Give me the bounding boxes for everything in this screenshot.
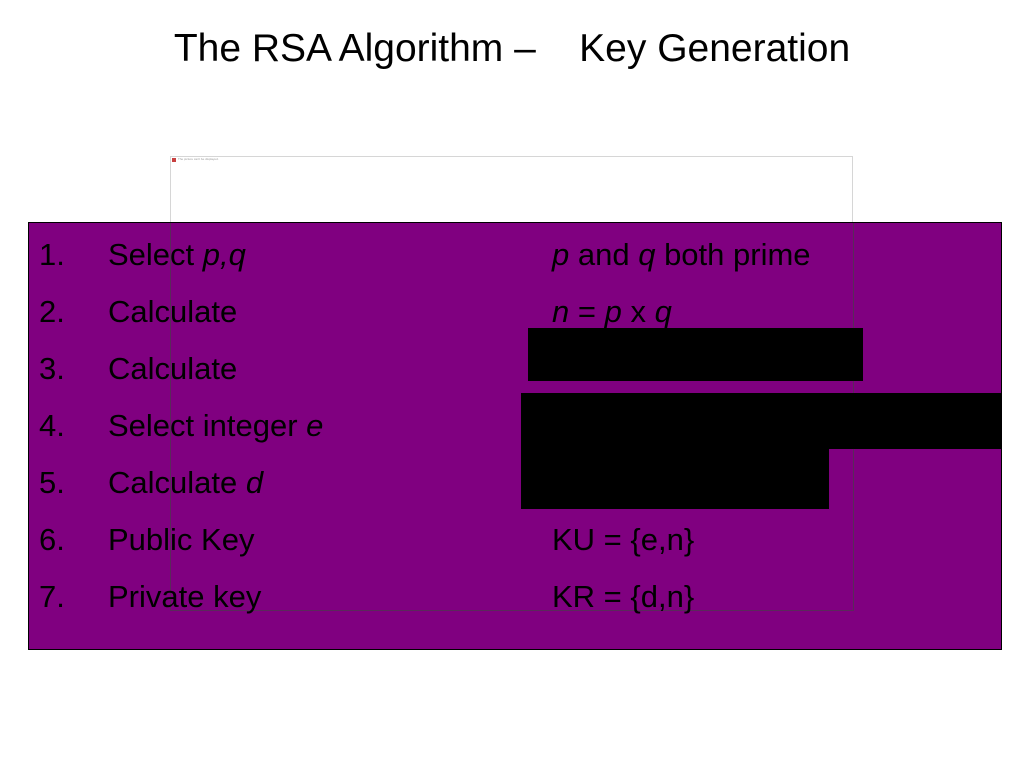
step-number: 4.: [39, 408, 65, 443]
step-row-2: 2. Calculate n = p x q: [29, 283, 1003, 340]
redaction-bar-step-3: [528, 328, 863, 381]
step-action: Private key: [108, 579, 262, 614]
detail-text-tail: both prime: [655, 237, 811, 272]
step-number: 1.: [39, 237, 65, 272]
key-generation-steps-box: 1. Select p,q p and q both prime 2. Calc…: [28, 222, 1002, 650]
step-action: Calculate: [108, 351, 238, 386]
step-action-text: Select: [108, 237, 203, 272]
eq-n: n: [552, 294, 570, 329]
step-row-6: 6. Public Key KU = {e,n}: [29, 511, 1003, 568]
detail-variable-p: p: [552, 237, 570, 272]
step-row-5: 5. Calculate d: [29, 454, 1003, 511]
step-row-4: 4. Select integer e: [29, 397, 1003, 454]
step-detail-equation: n = p x q: [552, 283, 672, 340]
redaction-bar-step-5: [521, 449, 829, 509]
step-action: Select p,q: [108, 226, 246, 283]
detail-variable-q: q: [638, 237, 656, 272]
step-detail: p and q both prime: [552, 226, 811, 283]
step-number: 6.: [39, 522, 65, 557]
redaction-bar-step-4: [521, 393, 1002, 449]
eq-q: q: [654, 294, 672, 329]
step-detail: KU = {e,n}: [552, 522, 695, 557]
step-number: 5.: [39, 465, 65, 500]
step-action-variable: p,q: [202, 237, 246, 272]
step-row-7: 7. Private key KR = {d,n}: [29, 568, 1003, 625]
eq-times: x: [621, 294, 655, 329]
eq-p: p: [604, 294, 622, 329]
step-action-variable: d: [245, 465, 264, 500]
step-action: Calculate: [108, 294, 238, 329]
step-action: Calculate d: [108, 454, 263, 511]
slide-title: The RSA Algorithm – Key Generation: [173, 27, 851, 70]
broken-image-caption: The picture can't be displayed.: [178, 157, 219, 161]
step-row-3: 3. Calculate: [29, 340, 1003, 397]
step-action-text: Calculate: [108, 465, 246, 500]
step-detail: KR = {d,n}: [552, 579, 695, 614]
eq-equals: =: [569, 294, 605, 329]
step-number: 3.: [39, 351, 65, 386]
step-action-variable: e: [306, 408, 324, 443]
step-number: 2.: [39, 294, 65, 329]
step-row-1: 1. Select p,q p and q both prime: [29, 226, 1003, 283]
detail-text: and: [569, 237, 639, 272]
step-number: 7.: [39, 579, 65, 614]
broken-image-icon: [172, 158, 176, 162]
step-action: Select integer e: [108, 397, 323, 454]
step-action-text: Select integer: [108, 408, 307, 443]
step-action: Public Key: [108, 522, 255, 557]
